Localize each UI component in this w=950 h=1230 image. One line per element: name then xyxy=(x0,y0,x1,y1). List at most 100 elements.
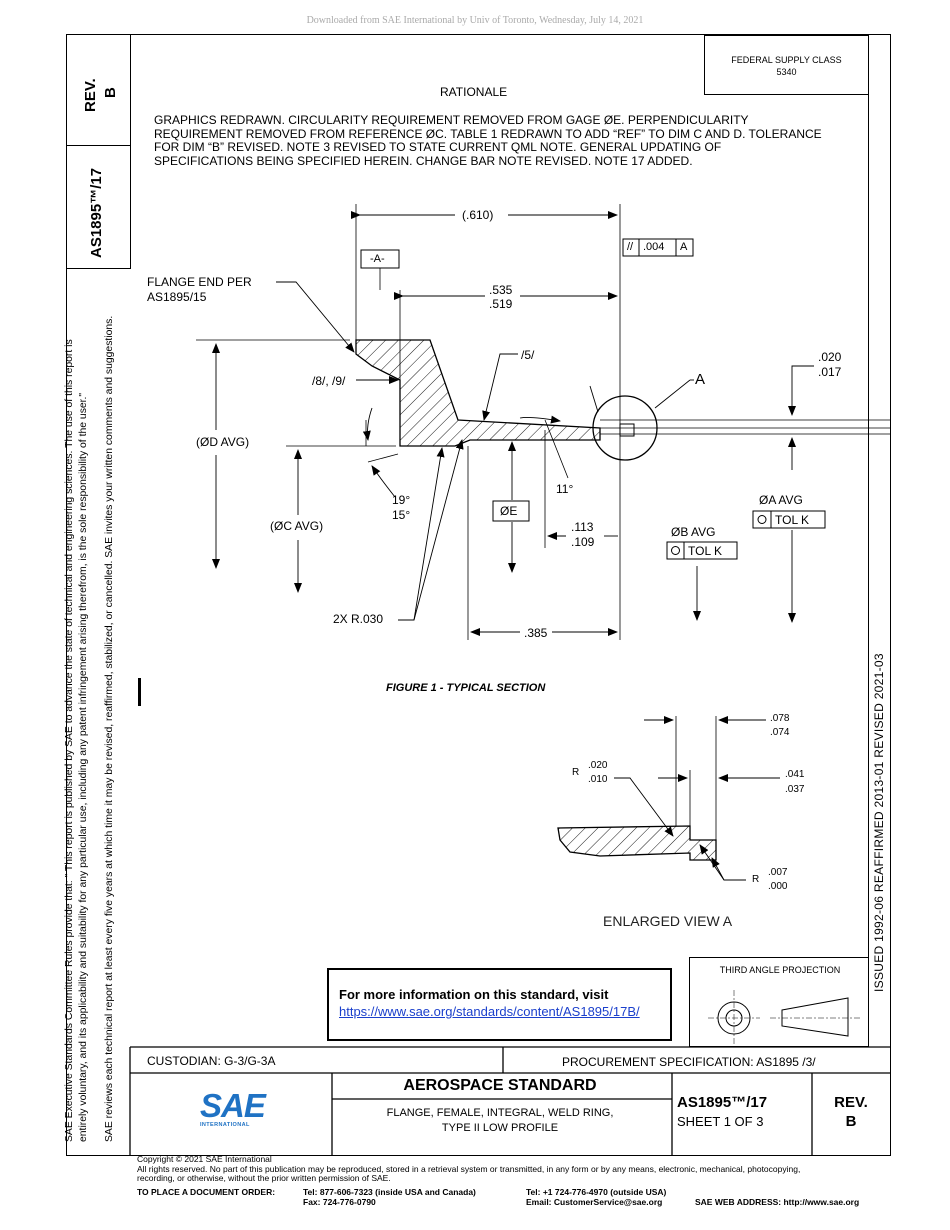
r-020: .020 xyxy=(588,760,608,771)
doc-number: AS1895™/17 xyxy=(677,1094,768,1111)
figure-caption: FIGURE 1 - TYPICAL SECTION xyxy=(386,682,546,694)
enlarged-view-caption: ENLARGED VIEW A xyxy=(603,913,733,929)
sae-logo-mark: SAE xyxy=(200,1087,266,1124)
rationale-title: RATIONALE xyxy=(440,85,508,99)
dim-113: .113 xyxy=(571,520,594,534)
dia-b-label: ØB AVG xyxy=(671,525,716,539)
angle-19: 19° xyxy=(392,493,411,507)
r-000: .000 xyxy=(768,881,788,892)
fsc-line1: FEDERAL SUPPLY CLASS xyxy=(731,55,842,65)
leader-line xyxy=(398,447,445,621)
flange-note-1: FLANGE END PER xyxy=(147,275,252,289)
standard-link[interactable]: https://www.sae.org/standards/content/AS… xyxy=(339,1004,640,1019)
rev-column-rule xyxy=(66,145,131,147)
web-address[interactable]: SAE WEB ADDRESS: http://www.sae.org xyxy=(695,1197,860,1207)
leader-line xyxy=(614,777,674,837)
third-angle-projection: THIRD ANGLE PROJECTION xyxy=(689,957,869,1047)
drawing-frame xyxy=(66,34,891,1156)
parallel-value: .004 xyxy=(643,241,665,253)
rationale-body: GRAPHICS REDRAWN. CIRCULARITY REQUIREMEN… xyxy=(154,113,859,168)
dim-519: .519 xyxy=(489,297,513,311)
copyright: Copyright © 2021 SAE International xyxy=(137,1154,272,1164)
tol-k-b: TOL K xyxy=(688,544,723,558)
angle-11: 11° xyxy=(556,482,574,496)
detail-a-label: A xyxy=(695,371,706,388)
dim-037: .037 xyxy=(785,784,805,795)
flange-note-2: AS1895/15 xyxy=(147,290,207,304)
note-8-9: /8/, /9/ xyxy=(312,374,346,388)
desc-line-1: FLANGE, FEMALE, INTEGRAL, WELD RING, xyxy=(386,1107,614,1119)
datum-a-label: -A- xyxy=(370,253,385,265)
tol-k-a: TOL K xyxy=(775,513,810,527)
rev-value: B xyxy=(845,1113,857,1130)
tel-outside: Tel: +1 724-776-4970 (outside USA) xyxy=(526,1187,667,1197)
tel-usa: Tel: 877-606-7323 (inside USA and Canada… xyxy=(303,1187,476,1197)
r-010: .010 xyxy=(588,774,608,785)
rationale-line: GRAPHICS REDRAWN. CIRCULARITY REQUIREMEN… xyxy=(154,113,749,127)
custodian: CUSTODIAN: G-3/G-3A xyxy=(147,1054,276,1068)
dim-017: .017 xyxy=(818,365,842,379)
dim-109: .109 xyxy=(571,535,595,549)
email[interactable]: Email: CustomerService@sae.org xyxy=(526,1197,663,1207)
more-info-box: For more information on this standard, v… xyxy=(327,968,672,1041)
detail-a-circle xyxy=(592,395,658,461)
rationale-line: SPECIFICATIONS BEING SPECIFIED HEREIN. C… xyxy=(154,153,693,168)
rights-2: recording, or otherwise, without the pri… xyxy=(137,1173,391,1183)
rev-label: REV. xyxy=(834,1094,868,1111)
leader-line xyxy=(654,379,691,409)
footer: Copyright © 2021 SAE International All r… xyxy=(137,1154,897,1184)
dim-020: .020 xyxy=(818,350,842,364)
dim-535: .535 xyxy=(489,283,513,297)
tol-k-frame-a xyxy=(752,510,826,529)
dimension-line xyxy=(788,365,814,416)
fax: Fax: 724-776-0790 xyxy=(303,1197,376,1207)
dim-610: (.610) xyxy=(462,208,494,222)
rev-block: REV. B xyxy=(812,1093,890,1131)
desc-line-2: TYPE II LOW PROFILE xyxy=(441,1122,559,1134)
dia-d-label: (ØD AVG) xyxy=(196,435,250,449)
dia-a-label: ØA AVG xyxy=(759,493,803,507)
dia-e-label: ØE xyxy=(500,504,518,518)
order-label: TO PLACE A DOCUMENT ORDER: xyxy=(137,1187,276,1197)
enlarged-section xyxy=(557,825,717,861)
dim-385: .385 xyxy=(524,626,548,640)
leader-line xyxy=(276,281,355,353)
change-bar xyxy=(138,678,141,706)
radius-030: 2X R.030 xyxy=(333,612,384,626)
dia-c-label: (ØC AVG) xyxy=(270,519,324,533)
rev-column-divider xyxy=(130,34,132,268)
rights-1: All rights reserved. No part of this pub… xyxy=(137,1163,801,1174)
dim-078: .078 xyxy=(770,713,790,724)
standard-type: AEROSPACE STANDARD xyxy=(403,1077,597,1094)
r-007: .007 xyxy=(768,867,788,878)
more-info-heading: For more information on this standard, v… xyxy=(339,987,609,1002)
rationale-line: REQUIREMENT REMOVED FROM REFERENCE ØC. T… xyxy=(154,126,822,141)
angle-15: 15° xyxy=(392,508,411,522)
r-label-1: R xyxy=(572,767,580,778)
leader-line xyxy=(482,353,518,421)
parallel-datum: A xyxy=(680,241,688,253)
rev-column-bottom xyxy=(66,268,131,270)
federal-supply-class: FEDERAL SUPPLY CLASS 5340 xyxy=(704,35,869,95)
sheet-number: SHEET 1 OF 3 xyxy=(677,1114,764,1129)
r-label-2: R xyxy=(752,874,760,885)
flange-section xyxy=(355,339,601,447)
rationale-line: FOR DIM “B” REVISED. NOTE 3 REVISED TO S… xyxy=(154,140,722,154)
dim-074: .074 xyxy=(770,727,790,738)
weld-lip xyxy=(619,423,635,437)
download-notice: Downloaded from SAE International by Uni… xyxy=(306,15,644,26)
standard-description: FLANGE, FEMALE, INTEGRAL, WELD RING, TYP… xyxy=(330,1106,670,1136)
leader-line xyxy=(589,385,599,413)
procurement-spec: PROCUREMENT SPECIFICATION: AS1895 /3/ xyxy=(562,1055,816,1069)
dim-041: .041 xyxy=(785,769,805,780)
history-column-divider xyxy=(868,34,870,1047)
parallel-symbol: // xyxy=(627,241,634,253)
sae-logo-sub: INTERNATIONAL xyxy=(200,1122,250,1128)
third-angle-label: THIRD ANGLE PROJECTION xyxy=(719,965,841,975)
note-5: /5/ xyxy=(521,348,535,362)
sae-logo: SAE INTERNATIONAL xyxy=(200,1087,266,1128)
tol-k-frame-b xyxy=(666,541,738,560)
fsc-line2: 5340 xyxy=(776,67,797,77)
gage-e-box xyxy=(492,500,530,522)
